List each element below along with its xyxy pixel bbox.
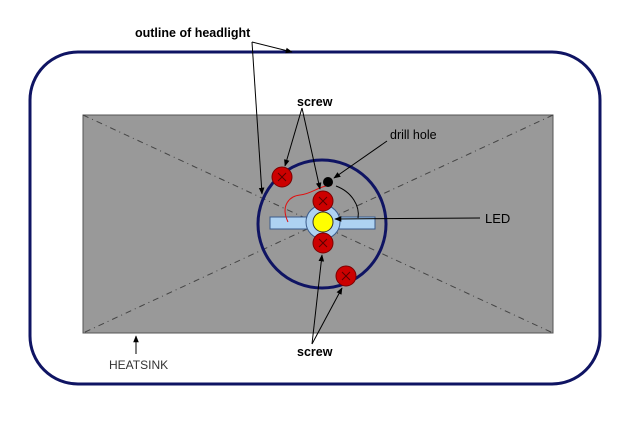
leader-screw-top-right	[301, 107, 322, 190]
reflector-circle	[256, 158, 388, 290]
label-drill-hole: drill hole	[390, 128, 437, 142]
headlight-outline	[28, 50, 602, 386]
label-led: LED	[485, 211, 510, 226]
leader-screw-bottom-left	[311, 254, 325, 345]
leader-outline-down	[251, 41, 265, 195]
screw-icon	[335, 265, 357, 287]
label-screw-top: screw	[297, 95, 333, 109]
leader-drill-hole	[333, 140, 388, 179]
leader-outline-right	[251, 41, 293, 54]
screw-icon	[312, 190, 334, 212]
screw-icon	[312, 232, 334, 254]
leader-screw-bottom-right	[311, 287, 343, 345]
label-heatsink: HEATSINK	[109, 358, 168, 372]
leader-screw-top-left	[284, 107, 303, 167]
leader-led	[334, 216, 481, 222]
label-screw-bottom: screw	[297, 345, 333, 359]
drill-hole-icon	[323, 177, 333, 187]
rotation-arc	[335, 185, 359, 219]
heatsink-plate	[82, 114, 554, 334]
label-outline-of-headlight: outline of headlight	[135, 26, 251, 40]
led-icon	[312, 211, 334, 233]
screw-icon	[271, 166, 293, 188]
red-wire	[284, 184, 333, 223]
